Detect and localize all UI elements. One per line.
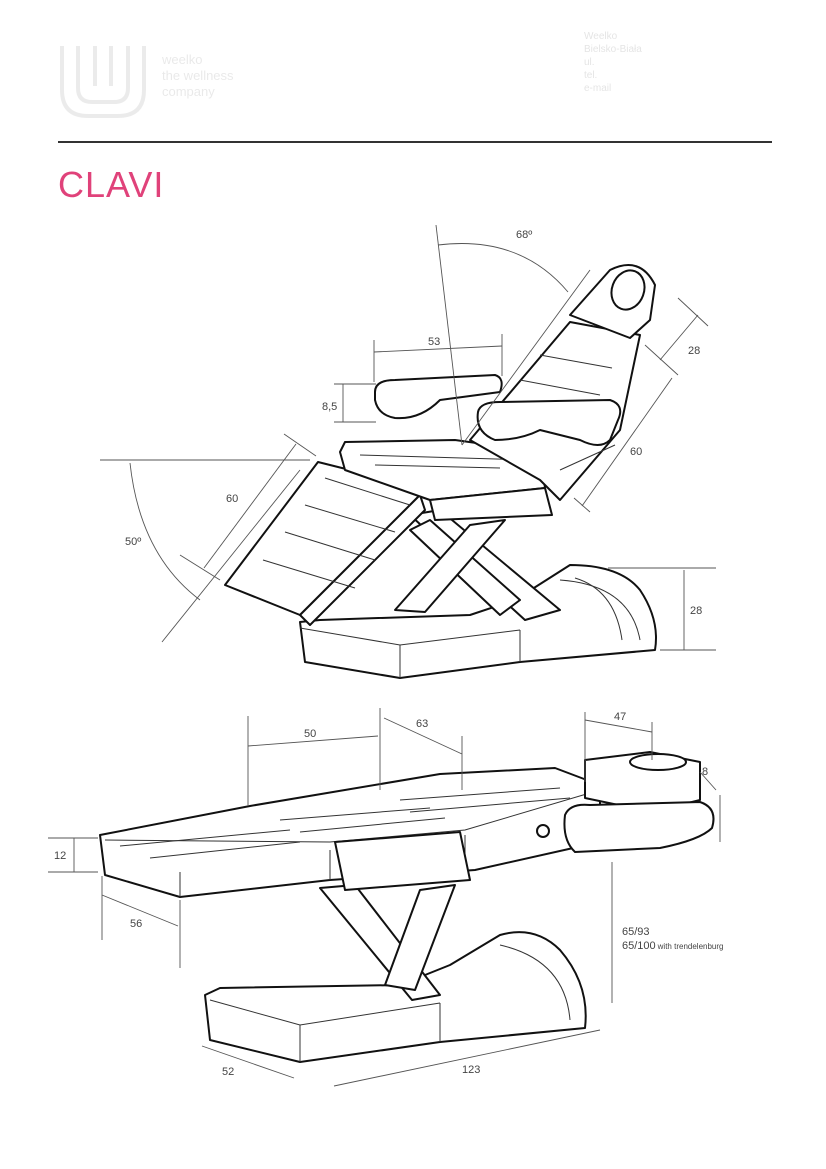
dim-back-length: 63 <box>416 718 428 730</box>
dim-armrest-length: 53 <box>428 336 440 348</box>
page-title: CLAVI <box>58 164 165 205</box>
contact-line-5: e-mail <box>584 83 612 94</box>
top-dimension-labels: 68º 53 8,5 28 60 60 50º 28 <box>125 229 702 617</box>
dim-height: 65/93 <box>622 926 650 938</box>
contact-line-2: Bielsko-Biała <box>584 44 642 55</box>
dim-seat-length: 50 <box>304 728 316 740</box>
logo-line-1: weelko <box>162 52 203 67</box>
dim-base-height: 28 <box>690 605 702 617</box>
logo-line-3: company <box>162 84 215 99</box>
contact-line-4: tel. <box>584 70 598 81</box>
contact-line-1: Weelko <box>584 31 618 42</box>
top-dimension-lines <box>100 224 716 651</box>
dim-headrest-width: 8 <box>702 766 708 778</box>
bottom-dimension-lines <box>48 708 721 1087</box>
dim-height-trendelenburg-note: with trendelenburg <box>657 942 724 951</box>
dim-height-trendelenburg-value: 65/100 <box>622 940 656 952</box>
dim-headrest-length-flat: 47 <box>614 711 626 723</box>
dim-angle-legrest: 50º <box>125 536 141 548</box>
dim-angle-backrest: 68º <box>516 229 532 241</box>
dim-legrest-length: 60 <box>226 493 238 505</box>
dim-width: 56 <box>130 918 142 930</box>
logo-line-2: the wellness <box>162 68 234 83</box>
contact-info: Weelko Bielsko-Biała ul. tel. e-mail <box>584 30 674 95</box>
logo-text: weelko the wellness company <box>162 52 234 100</box>
chair-reclined-drawing <box>224 264 657 679</box>
dim-base-width: 52 <box>222 1066 234 1078</box>
dim-armrest-height: 8,5 <box>322 401 337 413</box>
dim-backrest-length: 60 <box>630 446 642 458</box>
header-rule <box>58 141 772 143</box>
chair-flat-drawing <box>99 751 715 1063</box>
dim-cushion-thickness: 12 <box>54 850 66 862</box>
contact-line-3: ul. <box>584 57 595 68</box>
brand-logo: weelko the wellness company <box>58 42 278 122</box>
logo-mark-icon <box>60 46 146 118</box>
dim-headrest-length: 28 <box>688 345 700 357</box>
dim-total-length: 123 <box>462 1064 480 1076</box>
